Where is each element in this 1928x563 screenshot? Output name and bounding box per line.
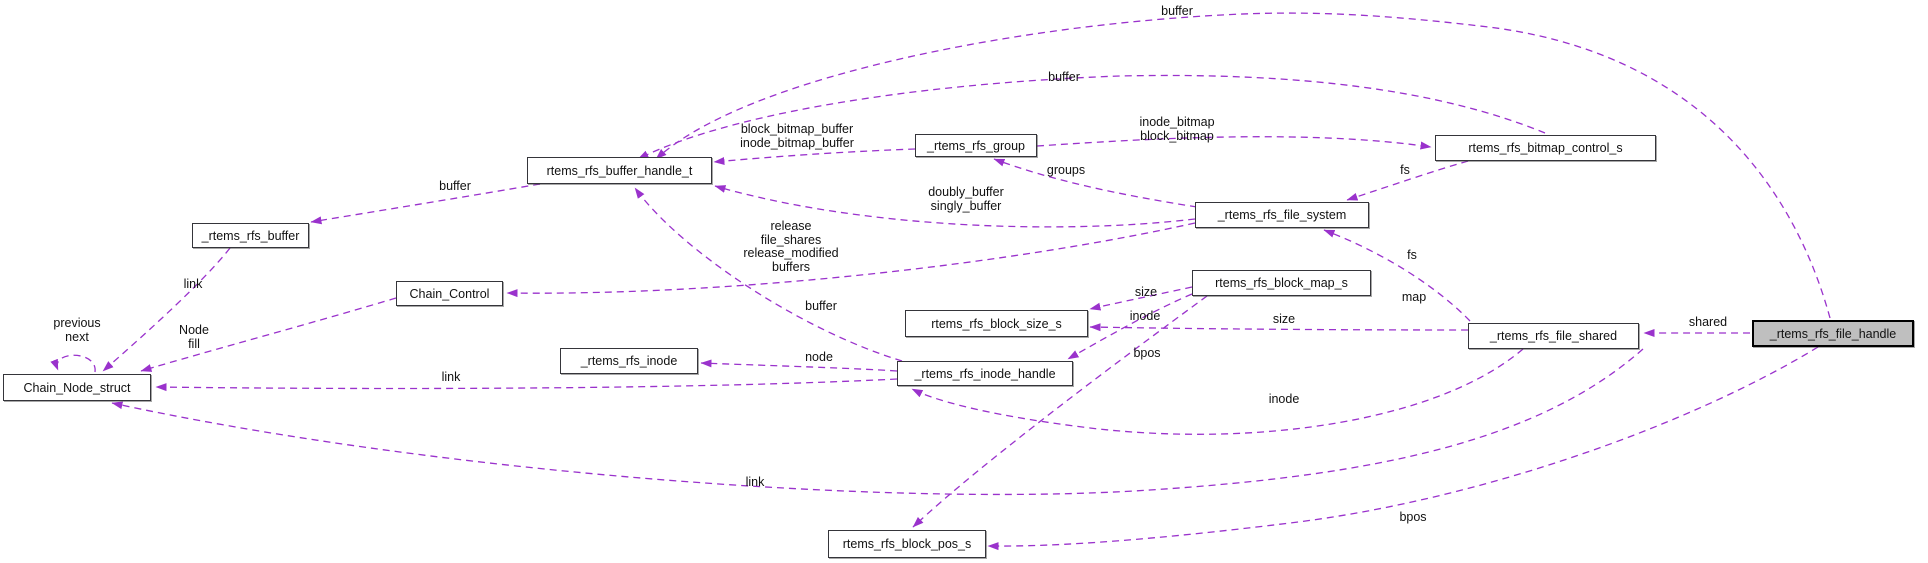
node-chain-node-struct[interactable]: Chain_Node_struct <box>3 374 151 401</box>
edge-link-2 <box>155 378 898 392</box>
edge-buffer-to-rfs-buffer <box>310 183 541 225</box>
node-rtems-rfs-inode[interactable]: _rtems_rfs_inode <box>560 348 698 374</box>
edge-fs-2 <box>1323 229 1471 322</box>
node-rtems-rfs-block-size-s[interactable]: rtems_rfs_block_size_s <box>905 310 1088 337</box>
edge-buffer-bitmap <box>637 74 1546 160</box>
edge-buffer-top <box>655 12 1831 319</box>
node-rtems-rfs-bitmap-control-s[interactable]: rtems_rfs_bitmap_control_s <box>1435 135 1656 161</box>
node-chain-control[interactable]: Chain_Control <box>396 281 503 306</box>
node-rtems-rfs-inode-handle[interactable]: _rtems_rfs_inode_handle <box>897 361 1073 386</box>
edge-link-1 <box>102 247 231 372</box>
edge-inode-2 <box>911 348 1524 435</box>
edge-size-1 <box>1089 286 1193 311</box>
edge-groups <box>993 158 1198 208</box>
edge-inode-1 <box>1067 293 1193 360</box>
edge-node-fill <box>140 297 397 372</box>
edge-node <box>700 359 898 372</box>
edge-inode-block-bitmap <box>1036 136 1432 150</box>
edge-release-chains <box>506 222 1196 298</box>
edge-buffer-inode-handle <box>634 187 903 362</box>
node-rtems-rfs-file-shared[interactable]: _rtems_rfs_file_shared <box>1468 323 1639 349</box>
edge-fs-1 <box>1346 160 1469 201</box>
edge-bpos-2 <box>987 346 1819 551</box>
node-rtems-rfs-block-map-s[interactable]: rtems_rfs_block_map_s <box>1192 270 1371 296</box>
edge-doubly-singly <box>714 185 1196 228</box>
node-rtems-rfs-buffer-handle-t[interactable]: rtems_rfs_buffer_handle_t <box>527 157 712 184</box>
edge-link-3 <box>111 348 1644 496</box>
node-rtems-rfs-group[interactable]: _rtems_rfs_group <box>915 134 1037 157</box>
edge-size-2 <box>1089 323 1469 332</box>
node-rtems-rfs-buffer[interactable]: _rtems_rfs_buffer <box>192 223 309 248</box>
node-rtems-rfs-file-handle[interactable]: _rtems_rfs_file_handle <box>1752 320 1914 347</box>
edge-bitmap-buffers <box>713 148 916 166</box>
edge-previous-next <box>50 354 96 373</box>
node-rtems-rfs-file-system[interactable]: _rtems_rfs_file_system <box>1195 202 1369 228</box>
node-rtems-rfs-block-pos-s[interactable]: rtems_rfs_block_pos_s <box>828 530 986 558</box>
